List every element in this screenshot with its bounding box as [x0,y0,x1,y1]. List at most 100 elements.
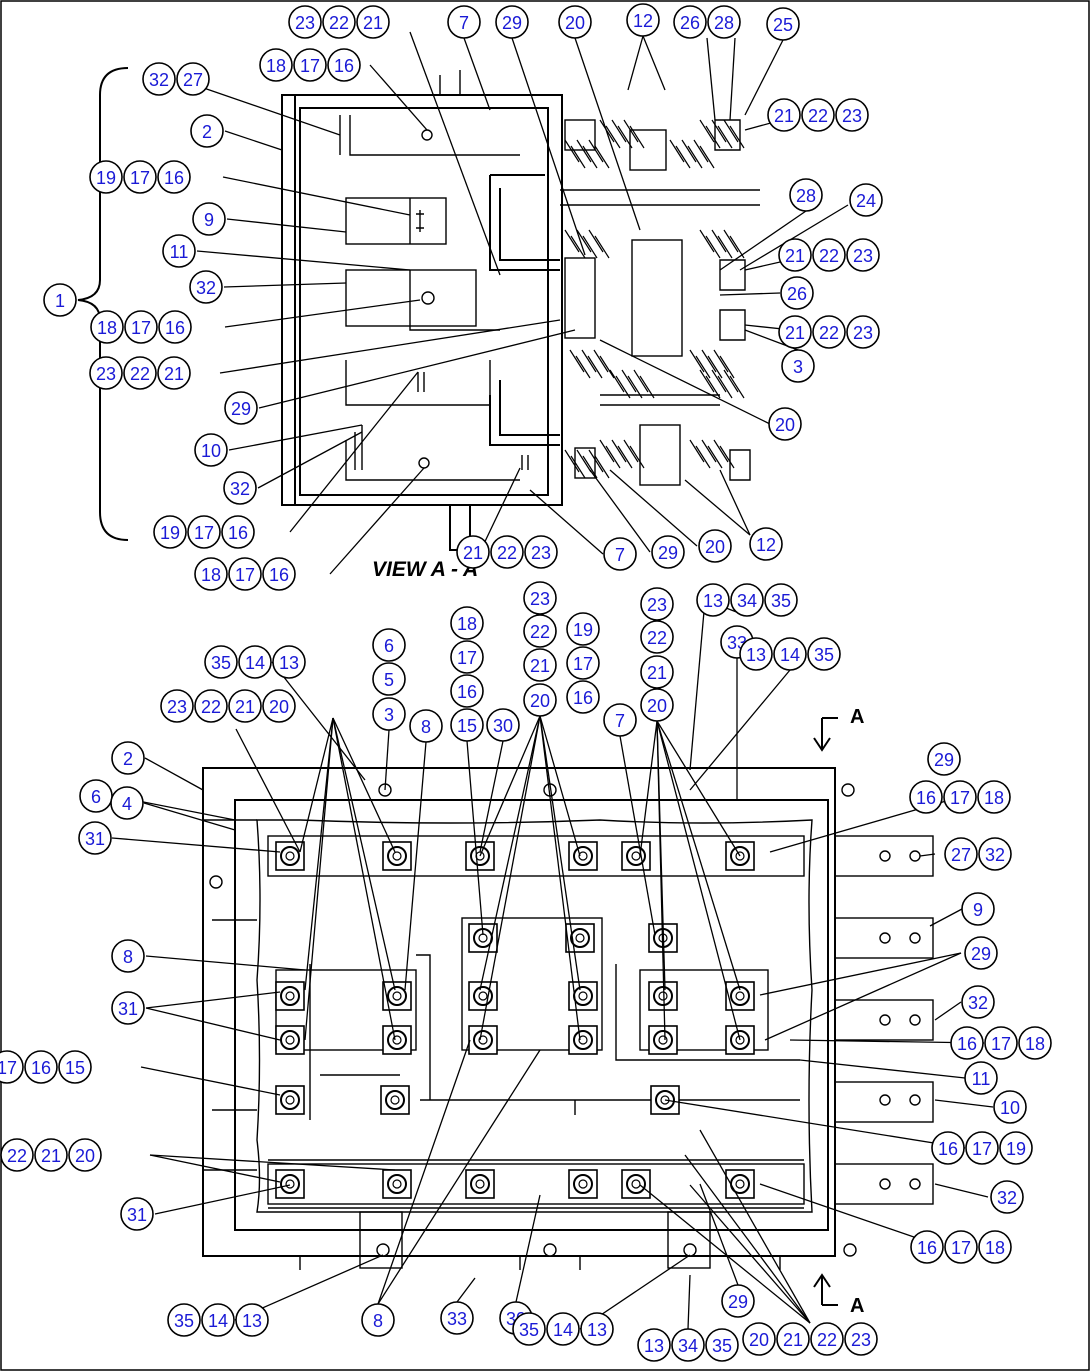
top-callout-12: 9 [192,202,226,236]
callout-number: 16 [228,523,248,543]
callout-number: 18 [266,56,286,76]
leader-line [222,176,411,216]
callout-number: 18 [1025,1034,1045,1054]
callout-number: 4 [122,794,132,814]
callout-number: 21 [235,697,255,717]
leader-line [223,282,347,288]
leader-line [706,37,716,121]
bottom-callout-26: 2 [111,741,145,775]
callout-number: 29 [728,1292,748,1312]
bottom-callout-12: 21 [640,655,674,689]
callout-bubble [194,557,228,591]
leader-line [466,740,484,936]
leader-line [639,1184,811,1324]
leader-line [463,37,491,111]
top-callout-2: 29 [495,5,529,39]
callout-bubble [447,5,481,39]
leader-line [145,1007,281,1041]
callout-bubble [977,780,1011,814]
callout-bubble [566,646,600,680]
callout-number: 24 [856,191,876,211]
callout-bubble [142,62,176,96]
top-callout-33: 12 [749,527,783,561]
leader-line [271,661,366,781]
callout-bubble [999,1131,1033,1165]
top-callout-1: 7 [447,5,481,39]
callout-number: 14 [553,1320,573,1340]
bottom-callout-27: 29 [927,742,961,776]
leader-line [699,1129,811,1324]
bottom-callout-24: 7 [603,703,637,737]
leader-line [684,479,751,536]
callout-number: 26 [787,284,807,304]
top-callout-17: 1 [43,283,77,317]
callout-bubble [849,183,883,217]
leader-line [719,292,781,296]
bolt [648,1025,678,1055]
callout-bubble [781,349,815,383]
leader-line [739,204,849,271]
callout-bubble [238,645,272,679]
callout-bubble [194,689,228,723]
callout-number: 16 [334,56,354,76]
callout-number: 2 [202,122,212,142]
leader-line [539,715,581,991]
callout-number: 20 [565,13,585,33]
leader-line [744,39,784,116]
callout-bubble [640,688,674,722]
callout-bubble [984,1026,1018,1060]
bottom-callout-31: 31 [78,821,112,855]
callout-number: 23 [851,1330,871,1350]
callout-number: 16 [938,1139,958,1159]
leader-line [145,955,306,971]
callout-number: 35 [771,591,791,611]
callout-number: 8 [123,947,133,967]
callout-number: 23 [853,246,873,266]
callout-number: 18 [984,788,1004,808]
callout-bubble [58,1050,92,1084]
callout-number: 27 [183,70,203,90]
callout-bubble [812,315,846,349]
leader-line [384,729,390,791]
callout-bubble [187,515,221,549]
top-callout-31: 29 [651,535,685,569]
bottom-callout-29: 4 [110,786,144,820]
leader-line [539,715,581,857]
leader-line [729,37,736,121]
callout-bubble [910,1230,944,1264]
callout-number: 10 [201,441,221,461]
callout-bubble [111,991,145,1025]
callout-number: 20 [705,537,725,557]
view-label: VIEW A - A [372,558,478,581]
callout-number: 8 [373,1311,383,1331]
leader-line [929,908,963,927]
callout-number: 16 [957,1034,977,1054]
leader-line [664,1099,966,1149]
callout-bubble [124,310,158,344]
callout-bubble [944,837,978,871]
callout-bubble [0,1138,34,1172]
callout-bubble [293,48,327,82]
bolt [621,841,651,871]
callout-number: 14 [208,1311,228,1331]
callout-number: 21 [647,663,667,683]
callout-bubble [192,202,226,236]
callout-bubble [372,628,406,662]
bottom-callout-36: 31 [111,991,145,1025]
bolt [382,841,412,871]
bolt [468,923,498,953]
leader-line [299,717,334,853]
callout-number: 18 [97,318,117,338]
callout-bubble [262,557,296,591]
callout-number: 20 [749,1330,769,1350]
callout-number: 31 [118,999,138,1019]
leader-line [687,1274,691,1330]
callout-bubble [456,535,490,569]
leader-line [479,715,541,857]
